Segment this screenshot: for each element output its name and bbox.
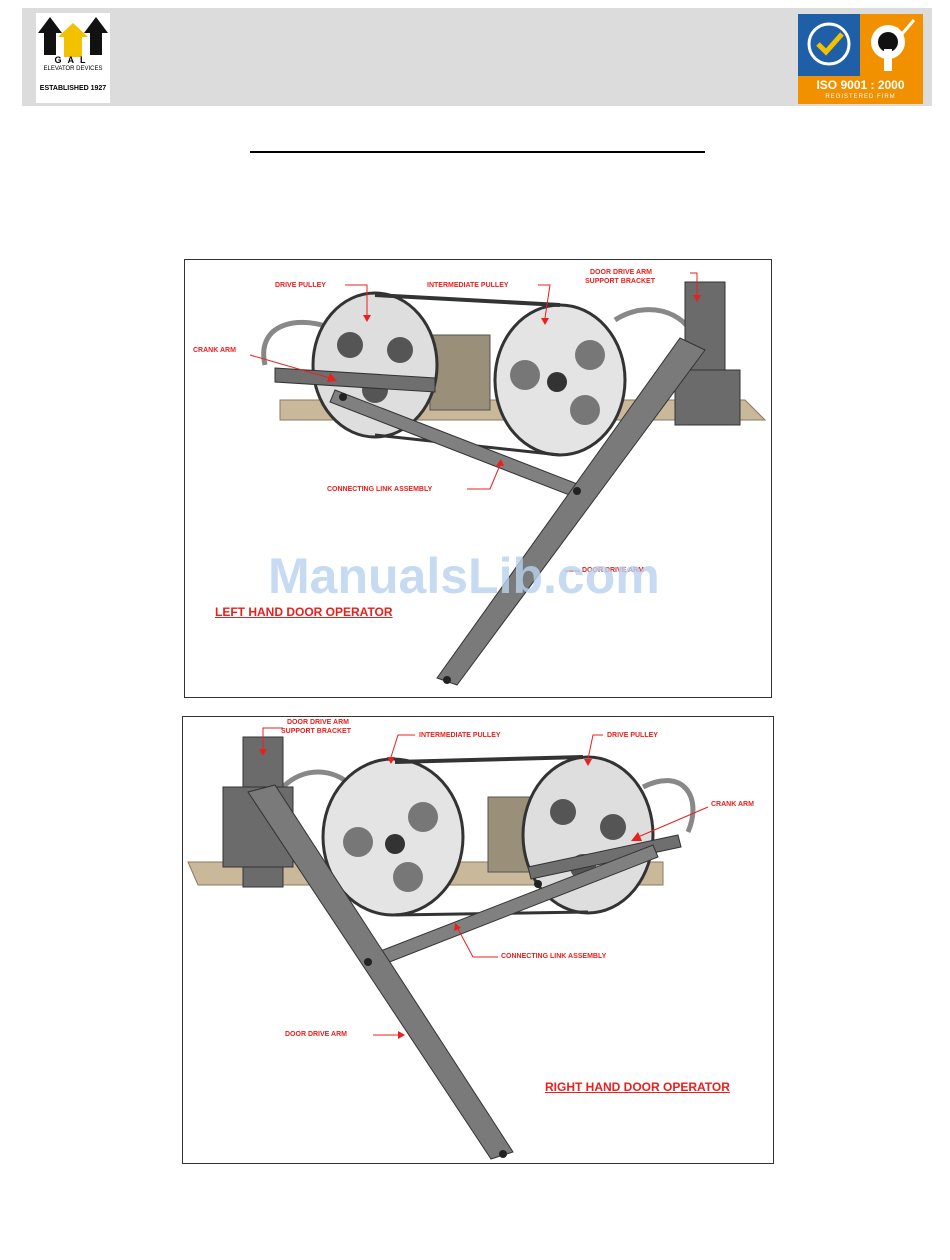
label-crank-arm: CRANK ARM: [193, 347, 236, 354]
label-support-bracket-line1: DOOR DRIVE ARM: [287, 719, 349, 726]
left-operator-illustration: [249, 272, 767, 686]
right-operator-illustration: [187, 727, 709, 1160]
page-header: [22, 8, 932, 106]
gal-logo-tagline: ESTABLISHED 1927: [39, 85, 107, 92]
iso-subtext: REGISTERED FIRM: [825, 94, 896, 100]
label-intermediate-pulley: INTERMEDIATE PULLEY: [419, 732, 501, 739]
caption-left-hand-operator: LEFT HAND DOOR OPERATOR: [215, 605, 393, 619]
label-intermediate-pulley: INTERMEDIATE PULLEY: [427, 282, 509, 289]
label-support-bracket-line2: SUPPORT BRACKET: [281, 728, 352, 735]
iso-emblem-icon: [798, 14, 923, 76]
label-connecting-link: CONNECTING LINK ASSEMBLY: [501, 953, 607, 960]
label-drive-pulley: DRIVE PULLEY: [275, 282, 326, 289]
right-hand-operator-figure: DOOR DRIVE ARM SUPPORT BRACKET INTERMEDI…: [182, 716, 774, 1164]
gal-logo-arrows-icon: [38, 17, 108, 57]
gal-logo-letters: GAL: [54, 55, 92, 65]
left-hand-operator-figure: DRIVE PULLEY INTERMEDIATE PULLEY DOOR DR…: [184, 259, 772, 698]
caption-right-hand-operator: RIGHT HAND DOOR OPERATOR: [545, 1080, 730, 1094]
label-door-drive-arm: DOOR DRIVE ARM: [582, 567, 644, 574]
label-drive-pulley: DRIVE PULLEY: [607, 732, 658, 739]
gal-logo: GAL ELEVATOR DEVICES ESTABLISHED 1927: [36, 13, 110, 103]
label-connecting-link: CONNECTING LINK ASSEMBLY: [327, 486, 433, 493]
watermark: ManualsLib.com: [268, 548, 660, 604]
label-door-drive-arm: DOOR DRIVE ARM: [285, 1031, 347, 1038]
label-support-bracket-line1: DOOR DRIVE ARM: [590, 269, 652, 276]
iso-title: ISO 9001 : 2000: [816, 78, 905, 92]
title-rule: [250, 151, 705, 153]
label-support-bracket-line2: SUPPORT BRACKET: [585, 278, 656, 285]
label-crank-arm: CRANK ARM: [711, 801, 754, 808]
gal-logo-arc-text: ELEVATOR DEVICES: [43, 66, 103, 72]
iso-logo: ISO 9001 : 2000 REGISTERED FIRM: [798, 14, 923, 104]
iso-band: [798, 76, 923, 104]
